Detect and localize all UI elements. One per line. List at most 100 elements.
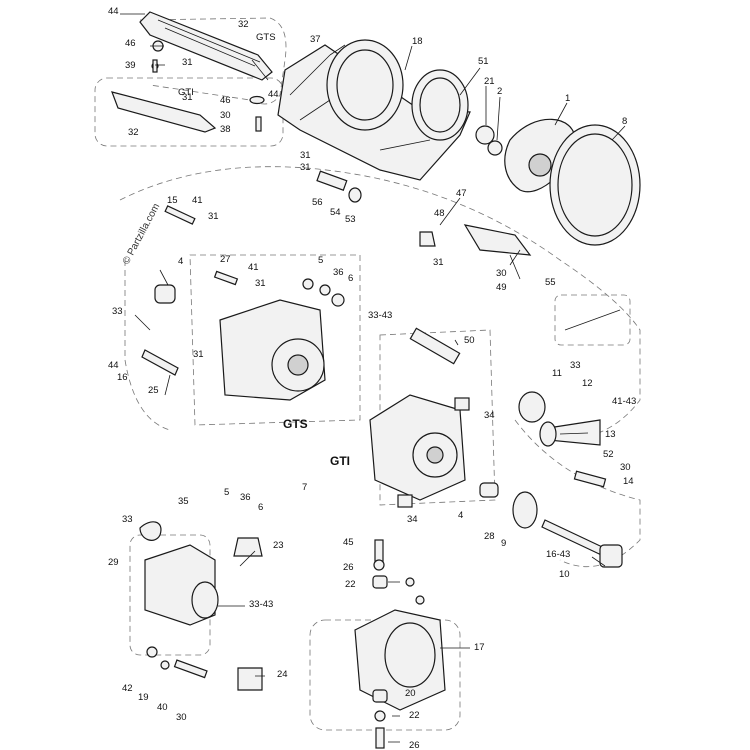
callout-44: 44 bbox=[108, 6, 119, 17]
callout-38: 38 bbox=[220, 124, 231, 135]
callout-16-43: 16-43 bbox=[546, 549, 570, 560]
spacer-22-top bbox=[372, 575, 388, 589]
callout-29: 29 bbox=[108, 557, 119, 568]
callout-16: 16 bbox=[117, 372, 128, 383]
callout-5: 5 bbox=[224, 487, 229, 498]
callout-44: 44 bbox=[108, 360, 119, 371]
callout-23: 23 bbox=[273, 540, 284, 551]
callout-6: 6 bbox=[348, 273, 353, 284]
callout-24: 24 bbox=[277, 669, 288, 680]
callout-30: 30 bbox=[220, 110, 231, 121]
callout-53: 53 bbox=[345, 214, 356, 225]
callout-39: 39 bbox=[125, 60, 136, 71]
callout-50: 50 bbox=[464, 335, 475, 346]
callout-31: 31 bbox=[208, 211, 219, 222]
callout-10: 10 bbox=[559, 569, 570, 580]
washer-53 bbox=[348, 187, 362, 203]
seal-28 bbox=[479, 482, 499, 498]
callout-51: 51 bbox=[478, 56, 489, 67]
bolt-45-bottom bbox=[375, 727, 385, 749]
callout-27: 27 bbox=[220, 254, 231, 265]
callout-5: 5 bbox=[318, 255, 323, 266]
callout-32: 32 bbox=[238, 19, 249, 30]
callout-30: 30 bbox=[176, 712, 187, 723]
nut-21 bbox=[475, 125, 495, 145]
callout-31: 31 bbox=[300, 162, 311, 173]
callout-41: 41 bbox=[192, 195, 203, 206]
callout-4: 4 bbox=[458, 510, 463, 521]
callout-7: 7 bbox=[302, 482, 307, 493]
callout-14: 14 bbox=[623, 476, 634, 487]
callout-gts: GTS bbox=[283, 417, 308, 431]
callout-45: 45 bbox=[343, 537, 354, 548]
screw-14 bbox=[573, 470, 607, 488]
callout-4: 4 bbox=[178, 256, 183, 267]
pin-27 bbox=[213, 270, 239, 286]
bearing-9 bbox=[512, 491, 538, 529]
callout-44: 44 bbox=[268, 89, 279, 100]
callout-12: 12 bbox=[582, 378, 593, 389]
callout-26: 26 bbox=[343, 562, 354, 573]
callout-21: 21 bbox=[484, 76, 495, 87]
callout-33: 33 bbox=[570, 360, 581, 371]
callout-36: 36 bbox=[240, 492, 251, 503]
callout-11: 11 bbox=[552, 368, 562, 379]
shaft-50 bbox=[409, 327, 461, 365]
callout-42: 42 bbox=[122, 683, 133, 694]
callout-46: 46 bbox=[125, 38, 136, 49]
callout-36: 36 bbox=[333, 267, 344, 278]
callout-41: 41 bbox=[248, 262, 259, 273]
callout-6: 6 bbox=[258, 502, 263, 513]
callout-35: 35 bbox=[178, 496, 189, 507]
callout-48: 48 bbox=[434, 208, 445, 219]
callout-46: 46 bbox=[220, 95, 231, 106]
fitting-48 bbox=[419, 231, 436, 247]
o-ring-11 bbox=[518, 391, 546, 423]
bolt-15 bbox=[164, 205, 196, 225]
callout-9: 9 bbox=[501, 538, 506, 549]
rail-32-gts bbox=[139, 11, 273, 81]
callout-28: 28 bbox=[484, 531, 495, 542]
callout-31: 31 bbox=[255, 278, 266, 289]
bracket-47 bbox=[463, 224, 532, 256]
callout-55: 55 bbox=[545, 277, 556, 288]
callout-32: 32 bbox=[128, 127, 139, 138]
callout-33: 33 bbox=[112, 306, 123, 317]
callout-31: 31 bbox=[193, 349, 204, 360]
watermark-vertical: © Partzilla.com bbox=[121, 202, 162, 267]
grommet-23 bbox=[233, 537, 263, 557]
pump-assembly-outline bbox=[119, 166, 641, 441]
block-34-b bbox=[397, 494, 413, 508]
callout-54: 54 bbox=[330, 207, 341, 218]
callout-gti: GTI bbox=[330, 454, 350, 468]
callout-40: 40 bbox=[157, 702, 168, 713]
clip-35 bbox=[139, 521, 162, 541]
spacer-22-bottom bbox=[372, 689, 388, 703]
callout-34: 34 bbox=[484, 410, 495, 421]
callout-19: 19 bbox=[138, 692, 149, 703]
callout-41-43: 41-43 bbox=[612, 396, 636, 407]
callout-52: 52 bbox=[603, 449, 614, 460]
callout-31: 31 bbox=[433, 257, 444, 268]
bolt-20 bbox=[173, 659, 208, 679]
rod-56 bbox=[316, 170, 348, 191]
seal-4 bbox=[154, 284, 176, 304]
callout-15: 15 bbox=[167, 195, 178, 206]
callout-gti: GTI bbox=[178, 87, 194, 98]
callout-56: 56 bbox=[312, 197, 323, 208]
callout-1: 1 bbox=[565, 93, 570, 104]
callout-31: 31 bbox=[182, 92, 193, 103]
stud-25 bbox=[141, 349, 179, 376]
cap-2 bbox=[487, 140, 503, 156]
hardware-box bbox=[554, 294, 631, 346]
callout-22: 22 bbox=[409, 710, 420, 721]
callout-31: 31 bbox=[300, 150, 311, 161]
bracket-42 bbox=[237, 667, 263, 691]
callout-17: 17 bbox=[474, 642, 485, 653]
callout-30: 30 bbox=[496, 268, 507, 279]
block-34-a bbox=[454, 397, 470, 411]
callout-13: 13 bbox=[605, 429, 616, 440]
callout-18: 18 bbox=[412, 36, 423, 47]
callout-47: 47 bbox=[456, 188, 467, 199]
